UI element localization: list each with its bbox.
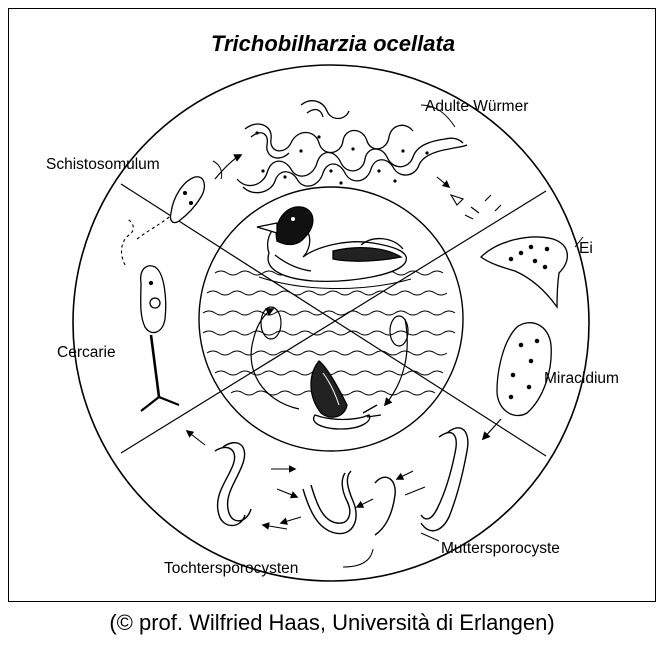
duck-icon (257, 207, 406, 281)
schistosomulum-arrow (215, 155, 241, 179)
label-cercaria: Cercarie (57, 344, 116, 361)
label-adult-worms: Adulte Würmer (425, 98, 528, 115)
daughter-sporocysts-arrows (187, 431, 373, 529)
image-credit: (© prof. Wilfried Haas, Università di Er… (0, 610, 664, 636)
eggs-icon (437, 177, 501, 219)
mother-sporocyst-arrows (397, 471, 425, 495)
cercaria-icon (141, 266, 179, 411)
label-daughter-sporocysts: Tochtersporocysten (164, 560, 298, 577)
label-egg: Ei (579, 240, 593, 257)
daughter-sporocysts-icon (215, 443, 395, 535)
egg-icon (481, 237, 567, 307)
label-schistosomulum: Schistosomulum (46, 156, 160, 173)
mother-sporocyst-icon (421, 428, 468, 531)
label-miracidium: Miracidium (544, 370, 619, 387)
label-mother-sporocyst: Muttersporocyste (441, 540, 560, 557)
diagram-title: Trichobilharzia ocellata (211, 31, 455, 56)
schistosomulum-icon (170, 177, 204, 223)
life-cycle-diagram: Trichobilharzia ocellata (9, 9, 655, 601)
diagram-frame: Trichobilharzia ocellata (8, 8, 656, 602)
cercaria-swim-path (122, 219, 134, 265)
